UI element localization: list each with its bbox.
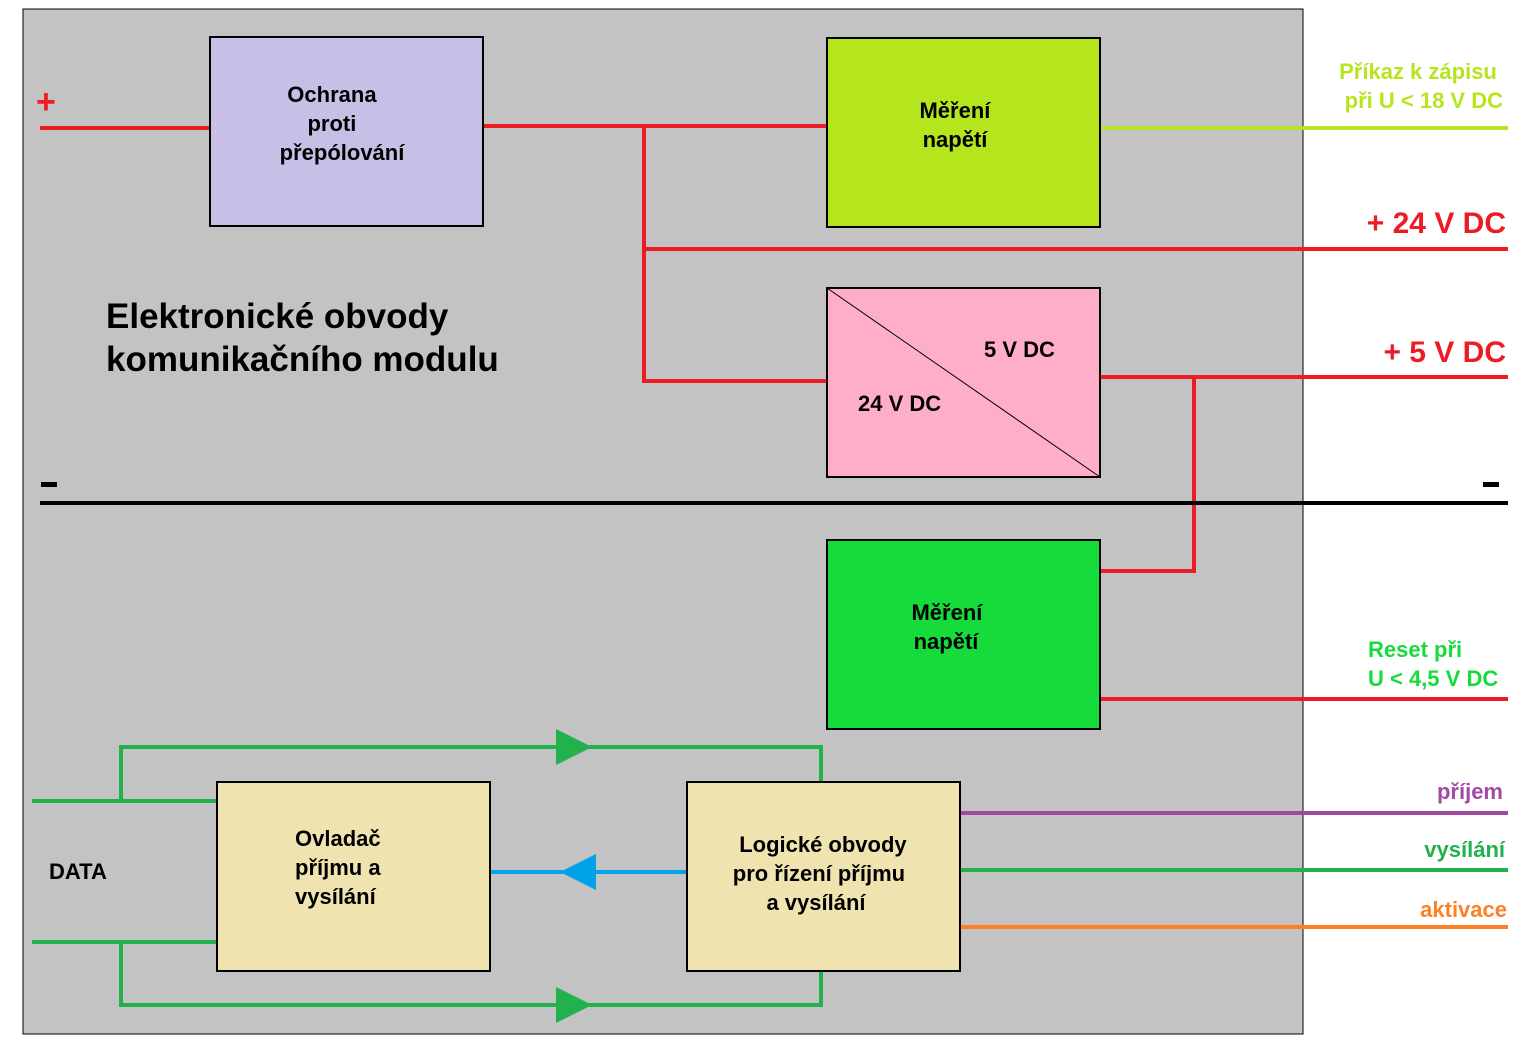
measure-top-label-1: Měření xyxy=(919,98,991,123)
v24-label: + 24 V DC xyxy=(1367,207,1506,240)
write-cmd-label-2: při U < 18 V DC xyxy=(1345,88,1503,113)
converter-output-label: 5 V DC xyxy=(984,337,1055,362)
reset-label-2: U < 4,5 V DC xyxy=(1368,666,1498,691)
reset-label-1: Reset při xyxy=(1368,637,1462,662)
activate-label: aktivace xyxy=(1420,897,1507,922)
protection-label-3: přepólování xyxy=(280,140,406,165)
logic-label: Logické obvody pro řízení příjmu a vysíl… xyxy=(733,832,913,915)
logic-label-3: a vysílání xyxy=(766,890,866,915)
module-title-line-2: komunikačního modulu xyxy=(106,340,499,379)
bus-vertical-wire xyxy=(642,126,827,383)
measure-bottom-box xyxy=(826,539,1101,730)
data-lower-bypass xyxy=(119,942,823,1007)
converter-diagonal xyxy=(826,287,1101,478)
protection-box xyxy=(209,36,484,227)
protection-label-2: proti xyxy=(307,111,356,136)
reset-label: Reset při U < 4,5 V DC xyxy=(1368,637,1498,691)
write-cmd-label-1: Příkaz k zápisu xyxy=(1339,59,1497,84)
measure-top-box xyxy=(826,37,1101,228)
driver-label: Ovladač příjmu a vysílání xyxy=(295,826,387,909)
v5-to-measure-wire xyxy=(1100,377,1196,573)
plus-terminal: + xyxy=(36,83,56,121)
logic-label-2: pro řízení příjmu xyxy=(733,861,905,886)
driver-label-2: příjmu a xyxy=(295,855,381,880)
module-title: Elektronické obvody komunikačního modulu xyxy=(106,297,499,379)
measure-bottom-label-1: Měření xyxy=(911,600,983,625)
measure-top-label-2: napětí xyxy=(923,127,989,152)
measure-top-label: Měření napětí xyxy=(919,98,996,152)
measure-bottom-label-2: napětí xyxy=(914,629,980,654)
left-arrow-icon xyxy=(560,854,596,890)
write-cmd-label: Příkaz k zápisu při U < 18 V DC xyxy=(1339,59,1503,113)
driver-label-1: Ovladač xyxy=(295,826,381,851)
logic-box xyxy=(686,781,961,972)
data-upper-bypass xyxy=(119,745,823,801)
minus-terminal-right xyxy=(1483,482,1499,487)
logic-label-1: Logické obvody xyxy=(739,832,907,857)
receive-label: příjem xyxy=(1437,779,1503,804)
module-title-line-1: Elektronické obvody xyxy=(106,297,449,336)
driver-box xyxy=(216,781,491,972)
data-lines xyxy=(32,745,1508,1007)
converter-input-label: 24 V DC xyxy=(858,391,941,416)
lower-arrow-icon xyxy=(556,987,592,1023)
data-label: DATA xyxy=(49,859,107,884)
power-lines xyxy=(40,124,1508,701)
transmit-label: vysílání xyxy=(1424,837,1506,862)
minus-terminal-left xyxy=(41,482,57,487)
protection-label: Ochrana proti přepólování xyxy=(280,82,406,165)
measure-bottom-label: Měření napětí xyxy=(911,600,988,654)
driver-label-3: vysílání xyxy=(295,884,377,909)
protection-label-1: Ochrana xyxy=(287,82,377,107)
upper-arrow-icon xyxy=(556,729,592,765)
v5-label: + 5 V DC xyxy=(1383,336,1506,369)
